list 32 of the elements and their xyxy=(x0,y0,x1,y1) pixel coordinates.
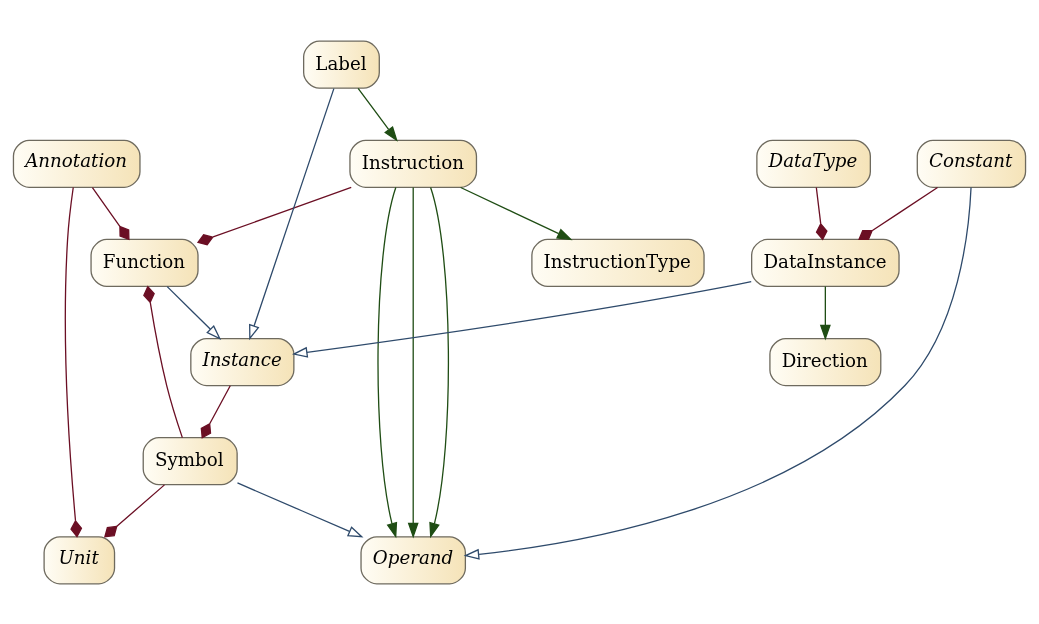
arrow xyxy=(249,87,335,340)
arrow xyxy=(166,285,222,340)
node-box: DataInstance xyxy=(751,238,900,287)
connector xyxy=(815,186,828,241)
node-box: Function xyxy=(90,238,199,287)
node-box: Unit xyxy=(43,535,116,584)
node-box: Operand xyxy=(360,535,466,584)
connector xyxy=(91,186,130,240)
arrow xyxy=(460,186,573,240)
connector xyxy=(104,483,166,537)
arrow xyxy=(429,186,449,538)
node-box: Direction xyxy=(769,337,882,386)
arrow xyxy=(819,285,831,340)
node-box: DataType xyxy=(756,139,871,188)
arrow xyxy=(407,186,419,538)
arrow xyxy=(291,280,752,358)
node-box: Symbol xyxy=(142,436,238,485)
arrow xyxy=(236,481,364,537)
node-box: Instruction xyxy=(349,139,478,188)
connector xyxy=(200,384,231,439)
connector xyxy=(858,186,939,240)
node-box: Instance xyxy=(190,337,295,386)
node-box: Constant xyxy=(916,139,1027,188)
arrow xyxy=(463,186,972,560)
connector xyxy=(196,186,352,245)
connector xyxy=(143,285,183,438)
arrow xyxy=(357,87,398,142)
arrow xyxy=(377,186,398,538)
node-box: Annotation xyxy=(12,139,141,188)
node-box: Label xyxy=(303,40,380,89)
node-box: InstructionType xyxy=(531,238,705,287)
connector xyxy=(64,186,83,538)
